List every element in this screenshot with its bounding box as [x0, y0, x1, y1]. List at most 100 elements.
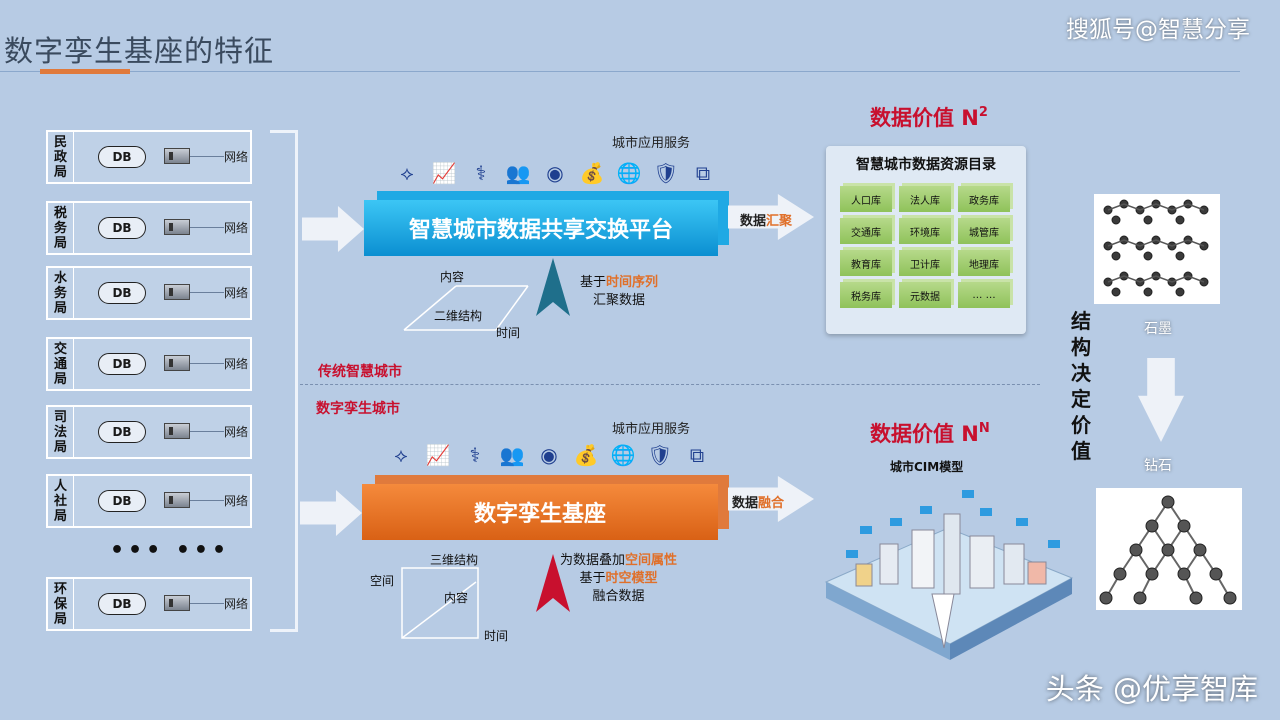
section-divider — [300, 384, 1040, 385]
connector-line — [190, 292, 224, 293]
network-label: 网络 — [224, 286, 249, 300]
media-icon: ◉ — [546, 161, 564, 185]
catalog-item: 地理库 — [958, 250, 1010, 276]
data-value-n2: 数据价值 N2 — [870, 105, 988, 130]
network-nodes-icon: ⧉ — [689, 443, 705, 467]
growth-chart-icon: 📈 — [431, 161, 457, 185]
bureau-name: 税务局 — [48, 203, 74, 253]
resource-catalog-panel: 智慧城市数据资源目录 人口库 法人库 政务库 交通库 环境库 城管库 教育库 卫… — [826, 146, 1026, 334]
catalog-item: 教育库 — [840, 250, 892, 276]
catalog-item: 政务库 — [958, 186, 1010, 212]
server-icon — [164, 284, 190, 300]
bureau-row: 司法局 DB 网络 — [46, 405, 252, 459]
bureau-name: 人社局 — [48, 476, 74, 526]
people-icon: 👥 — [499, 443, 525, 467]
network-nodes-icon: ⧉ — [695, 161, 711, 185]
data-value-nn: 数据价值 NN — [870, 421, 990, 446]
2d-axis-diagram — [403, 285, 529, 331]
digital-twin-base-platform: 数字孪生基座 — [362, 484, 718, 540]
database-icon: DB — [98, 353, 146, 375]
bureau-name: 环保局 — [48, 579, 74, 629]
down-arrow — [1138, 358, 1184, 442]
connector-line — [190, 363, 224, 364]
catalog-item: 元数据 — [899, 282, 951, 308]
catalog-item: 环境库 — [899, 218, 951, 244]
sharing-platform: 智慧城市数据共享交换平台 — [364, 200, 718, 256]
input-arrow-top — [302, 206, 364, 252]
structure-determines-value: 结构决定价值 — [1071, 309, 1091, 463]
service-icon-row: ⟡ 📈 ⚕ 👥 ◉ 💰 🌐 🛡 ⧉ — [392, 160, 718, 186]
network-label: 网络 — [224, 357, 249, 371]
axis-time-label: 时间 — [496, 326, 521, 340]
graphite-label: 石墨 — [1144, 321, 1172, 337]
connector-line — [190, 431, 224, 432]
growth-chart-icon: 📈 — [425, 443, 451, 467]
network-label: 网络 — [224, 425, 249, 439]
stethoscope-icon: ⚕ — [469, 443, 481, 467]
network-icon: ⟡ — [394, 443, 408, 467]
title-underline — [0, 71, 1240, 72]
network-label: 网络 — [224, 494, 249, 508]
shield-icon: 🛡 — [653, 161, 679, 185]
city-service-label-bottom: 城市应用服务 — [612, 422, 691, 437]
server-icon — [164, 148, 190, 164]
database-icon: DB — [98, 490, 146, 512]
network-label: 网络 — [224, 221, 249, 235]
3d-axis-diagram — [401, 567, 479, 639]
bureau-row: 环保局 DB 网络 — [46, 577, 252, 631]
diamond-structure-image — [1096, 488, 1242, 610]
ellipsis-dots: ••• ••• — [110, 538, 231, 563]
network-label: 网络 — [224, 150, 249, 164]
data-aggregate-label: 数据汇聚 — [740, 214, 793, 229]
page-title: 数字孪生基座的特征 — [4, 34, 275, 68]
catalog-item: 卫计库 — [899, 250, 951, 276]
bureau-name: 水务局 — [48, 268, 74, 318]
bureau-row: 税务局 DB 网络 — [46, 201, 252, 255]
database-icon: DB — [98, 421, 146, 443]
network-label: 网络 — [224, 597, 249, 611]
network-icon: ⟡ — [400, 161, 414, 185]
globe-icon: 🌐 — [610, 443, 636, 467]
bureau-row: 交通局 DB 网络 — [46, 337, 252, 391]
server-icon — [164, 595, 190, 611]
input-arrow-bottom — [300, 490, 362, 536]
catalog-title: 智慧城市数据资源目录 — [856, 157, 996, 173]
people-icon: 👥 — [505, 161, 531, 185]
money-icon: 💰 — [579, 161, 605, 185]
money-icon: 💰 — [573, 443, 599, 467]
bureau-row: 民政局 DB 网络 — [46, 130, 252, 184]
title-accent-bar — [40, 69, 130, 74]
red-triangle-icon — [536, 554, 570, 612]
server-icon — [164, 423, 190, 439]
grouping-bracket — [270, 130, 298, 632]
bureau-row: 人社局 DB 网络 — [46, 474, 252, 528]
database-icon: DB — [98, 282, 146, 304]
axis-space-label: 空间 — [370, 574, 395, 588]
axis-content-label-bottom: 内容 — [444, 591, 469, 605]
connector-line — [190, 500, 224, 501]
catalog-item: 交通库 — [840, 218, 892, 244]
diamond-label: 钻石 — [1144, 458, 1172, 474]
media-icon: ◉ — [540, 443, 558, 467]
cim-model-label: 城市CIM模型 — [890, 460, 964, 474]
watermark-top: 搜狐号@智慧分享 — [1066, 17, 1250, 43]
axis-3d-label: 三维结构 — [430, 553, 479, 567]
axis-2d-label: 二维结构 — [434, 309, 483, 323]
traditional-city-label: 传统智慧城市 — [318, 364, 402, 380]
bureau-row: 水务局 DB 网络 — [46, 266, 252, 320]
catalog-grid: 人口库 法人库 政务库 交通库 环境库 城管库 教育库 卫计库 地理库 税务库 … — [840, 186, 1010, 308]
bottom-description: 为数据叠加空间属性 基于时空模型 融合数据 — [560, 553, 678, 604]
bureau-name: 交通局 — [48, 339, 74, 389]
bureau-name: 民政局 — [48, 132, 74, 182]
service-icon-row-bottom: ⟡ 📈 ⚕ 👥 ◉ 💰 🌐 🛡 ⧉ — [386, 442, 712, 468]
teal-triangle-icon — [536, 258, 570, 316]
catalog-item: … … — [958, 282, 1010, 308]
globe-icon: 🌐 — [616, 161, 642, 185]
catalog-item: 人口库 — [840, 186, 892, 212]
catalog-item: 城管库 — [958, 218, 1010, 244]
stethoscope-icon: ⚕ — [475, 161, 487, 185]
connector-line — [190, 227, 224, 228]
graphite-structure-image — [1094, 194, 1220, 304]
connector-line — [190, 603, 224, 604]
connector-line — [190, 156, 224, 157]
